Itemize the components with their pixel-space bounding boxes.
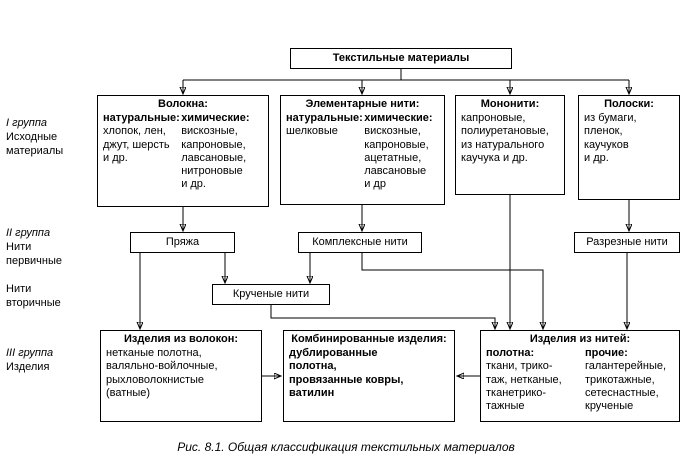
- elementary-natural-head: натуральные:: [286, 112, 363, 125]
- group1-number: I группа: [6, 117, 48, 129]
- box-textile-materials: Текстильные материалы: [290, 48, 512, 69]
- thread-products-title: Изделия из нитей:: [529, 333, 631, 345]
- box-fibers: Волокна: натуральные: хлопок, лен, джут,…: [97, 95, 269, 207]
- box-fiber-products: Изделия из волокон: нетканые полотна, ва…: [100, 330, 262, 422]
- arrows-root-to-group1: [183, 69, 629, 93]
- elementary-title: Элементарные нити:: [305, 98, 420, 110]
- box-thread-products: Изделия из нитей: полотна: ткани, трико-…: [480, 330, 680, 422]
- side-label-secondary-threads: Нити вторичные: [6, 282, 61, 310]
- thread-products-other-list: галантерейные, трикотажные, сетеснастные…: [585, 360, 667, 412]
- fibers-title: Волокна:: [158, 98, 208, 110]
- monothreads-title: Мононити:: [480, 98, 540, 110]
- combined-products-title: Комбинированные изделия:: [291, 333, 447, 345]
- box-monothreads: Мононити: капроновые, полиуретановые, из…: [455, 95, 565, 195]
- box-combined-products: Комбинированные изделия: дублированные п…: [283, 330, 455, 422]
- box-complex-threads: Комплексные нити: [298, 232, 422, 253]
- side-label-group2: II группа Нити первичные: [6, 226, 62, 268]
- arrows-group1-to-primary-threads: [183, 200, 629, 230]
- thread-products-fabrics-head: полотна:: [486, 347, 535, 360]
- box-cut-threads: Разрезные нити: [574, 232, 680, 253]
- side-label-group3: III группа Изделия: [6, 346, 53, 374]
- group3-number: III группа: [6, 347, 54, 359]
- group1-name: Исходные материалы: [6, 131, 64, 158]
- box-elementary-threads: Элементарные нити: натуральные: шелковые…: [280, 95, 445, 205]
- box-strips: Полоски: из бумаги, пленок, каучуков и д…: [578, 95, 680, 200]
- thread-products-other-head: прочие:: [585, 347, 628, 360]
- box-yarn: Пряжа: [130, 232, 235, 253]
- strips-list: из бумаги, пленок, каучуков и др.: [584, 112, 637, 164]
- fiber-products-title: Изделия из волокон:: [124, 333, 238, 345]
- group2-number: II группа: [6, 227, 51, 239]
- elementary-chemical-head: химические:: [364, 112, 433, 125]
- thread-products-fabrics-list: ткани, трико- таж, нетканые, тканетрико-…: [486, 360, 562, 412]
- box-twisted-threads: Крученые нити: [212, 284, 330, 305]
- fibers-chemical-head: химические:: [181, 112, 250, 125]
- fibers-natural-head: натуральные:: [103, 112, 180, 125]
- group3-name: Изделия: [6, 361, 50, 374]
- fibers-natural-list: хлопок, лен, джут, шерсть и др.: [103, 125, 170, 164]
- strips-title: Полоски:: [604, 98, 654, 110]
- arrows-to-group3: [140, 195, 627, 328]
- group2-name: Нити первичные: [6, 241, 63, 268]
- monothreads-list: капроновые, полиуретановые, из натуральн…: [461, 112, 549, 164]
- side-label-group1: I группа Исходные материалы: [6, 116, 63, 158]
- fiber-products-list: нетканые полотна, валяльно-войлочные, ры…: [106, 347, 218, 399]
- combined-products-list: дублированные полотна, провязанные ковры…: [289, 347, 404, 399]
- group2b-name: Нити вторичные: [6, 283, 61, 310]
- fibers-chemical-list: вискозные, капроновые, лавсановые, нитро…: [181, 125, 247, 191]
- elementary-natural-list: шелковые: [286, 125, 338, 138]
- arrows-to-twisted-threads: [225, 253, 310, 282]
- figure-caption: Рис. 8.1. Общая классификация текстильны…: [177, 440, 515, 454]
- elementary-chemical-list: вискозные, капроновые, ацетатные, лавсан…: [364, 125, 429, 191]
